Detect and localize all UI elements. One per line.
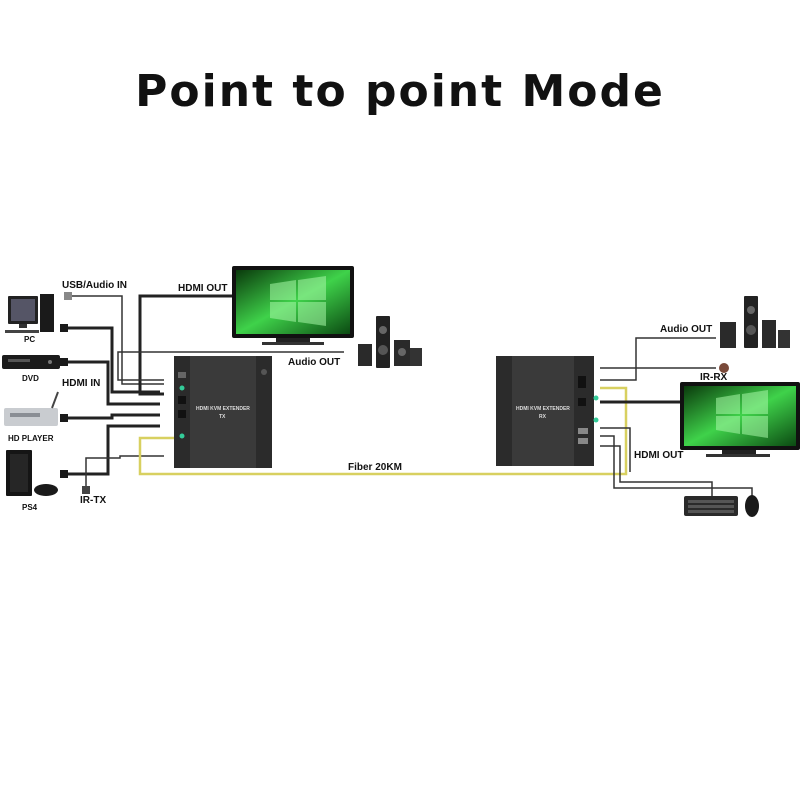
ir-rx-label: IR-RX xyxy=(700,372,728,383)
hdmi-cable-hdplayer xyxy=(66,413,160,420)
rx-extender-device xyxy=(496,356,599,466)
speakers-rx-icon xyxy=(720,296,790,348)
audio-out-cable-rx xyxy=(600,337,716,381)
ps4-device xyxy=(6,450,58,496)
hdmi-out-rx-label: HDMI OUT xyxy=(634,450,683,461)
cables xyxy=(66,294,753,498)
dvd-label: DVD xyxy=(22,374,39,383)
hdmi-cable-pc xyxy=(66,326,160,394)
pc-label: PC xyxy=(24,335,35,344)
monitor-rx xyxy=(680,382,800,457)
tx-extender-device xyxy=(174,356,272,468)
ir-tx-cable xyxy=(85,455,164,487)
tx-device-label-line1: HDMI KVM EXTENDER xyxy=(196,406,250,412)
fiber-label: Fiber 20KM xyxy=(348,462,402,473)
usb-audio-in-label: USB/Audio IN xyxy=(62,280,127,291)
ir-rx-sensor-icon xyxy=(719,363,729,373)
usb-audio-cable xyxy=(70,295,164,385)
tx-device-label-line2: TX xyxy=(219,414,226,420)
keyboard-icon xyxy=(684,496,738,516)
keyboard-cable xyxy=(600,445,713,496)
audio-out-rx-label: Audio OUT xyxy=(660,324,712,335)
fiber-cable xyxy=(138,386,628,476)
dvd-device xyxy=(2,355,60,369)
ps4-label: PS4 xyxy=(22,503,38,512)
hdmi-out-tx-label: HDMI OUT xyxy=(178,283,227,294)
hdmi-plugs-sources xyxy=(60,292,72,478)
audio-out-cable-tx xyxy=(117,351,344,381)
monitor-tx xyxy=(232,266,354,345)
windows-logo-icon xyxy=(270,276,326,326)
rx-device-label-line2: RX xyxy=(539,414,547,420)
audio-out-tx-label: Audio OUT xyxy=(288,357,340,368)
rx-extra-cable xyxy=(600,427,631,472)
ir-tx-sensor-icon xyxy=(82,486,90,494)
mouse-icon xyxy=(745,495,759,517)
ir-tx-label: IR-TX xyxy=(80,495,106,506)
windows-logo-icon-rx xyxy=(716,390,768,438)
speakers-tx-icon xyxy=(358,316,422,368)
page-title: Point to point Mode xyxy=(135,66,665,117)
hdmi-in-label: HDMI IN xyxy=(62,378,100,389)
hdmi-cable-ps4 xyxy=(66,424,160,476)
mouse-cable xyxy=(600,435,753,498)
hdmi-cable-dvd xyxy=(66,360,160,406)
pc-device xyxy=(5,294,54,333)
hdmi-out-cable-tx xyxy=(138,294,232,396)
hd-player-label: HD PLAYER xyxy=(8,434,54,443)
hd-player-device xyxy=(4,391,59,426)
rx-device-label-line1: HDMI KVM EXTENDER xyxy=(516,406,570,412)
